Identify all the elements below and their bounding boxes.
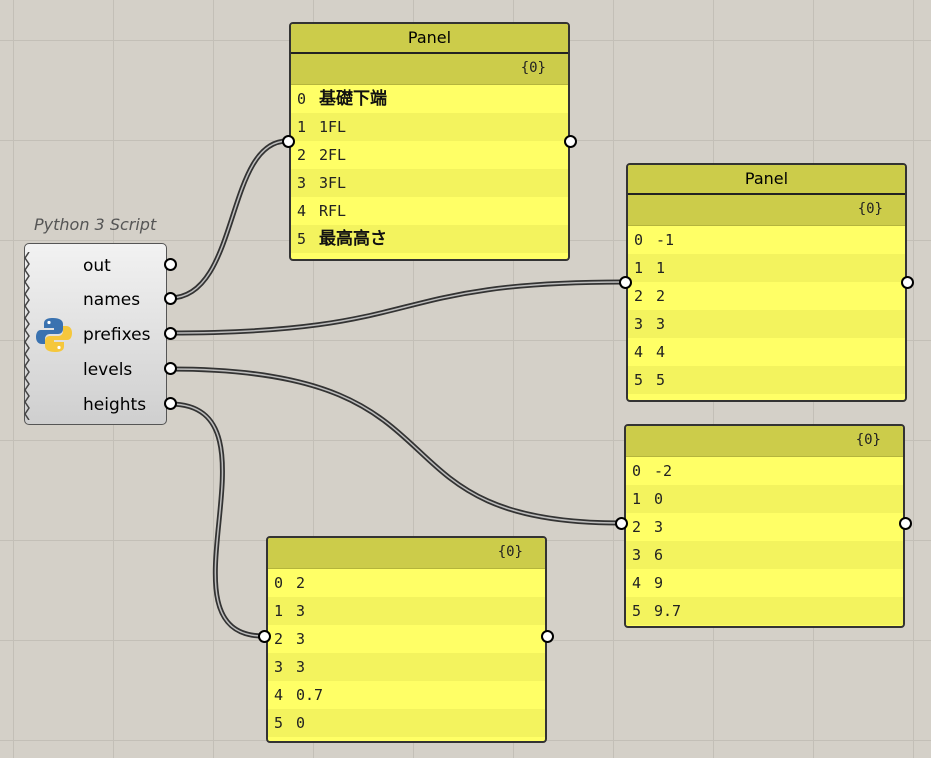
output-levels: levels [83,360,133,380]
python-logo-icon [36,318,72,352]
input-zigzag-icon [24,252,30,420]
output-heights: heights [83,395,147,415]
panel-path: {0} [626,426,903,457]
wire-levels [167,366,623,526]
names-grip[interactable] [164,292,177,305]
path-label: {0} [855,432,881,448]
panel-title: Panel [291,24,568,54]
path-label: {0} [857,201,883,217]
output-prefixes: prefixes [83,325,151,345]
panel-heights-output-grip[interactable] [541,630,554,643]
panel-prefixes-input-grip[interactable] [619,276,632,289]
panel-heights-input-grip[interactable] [258,630,271,643]
wire-prefixes [167,279,626,336]
list-item: 0-2 [626,457,903,485]
heights-grip[interactable] [164,397,177,410]
panel-names-output-grip[interactable] [564,135,577,148]
wire-heights [167,401,266,639]
panel-path: {0} [291,54,568,85]
panel-levels-output-grip[interactable] [899,517,912,530]
component-title: Python 3 Script [34,215,157,234]
levels-grip[interactable] [164,362,177,375]
panel-path: {0} [268,538,545,569]
output-out: out [83,256,111,276]
list-item: 0-1 [628,226,905,254]
path-label: {0} [520,60,546,76]
path-label: {0} [497,544,523,560]
panel-names-input-grip[interactable] [282,135,295,148]
out-grip[interactable] [164,258,177,271]
output-names: names [83,290,141,310]
panel-title: Panel [628,165,905,195]
wire-names [167,138,290,301]
panel-prefixes-output-grip[interactable] [901,276,914,289]
prefixes-grip[interactable] [164,327,177,340]
python3-script-component[interactable]: out names prefixes levels heights [24,243,167,425]
panel-levels-input-grip[interactable] [615,517,628,530]
panel-path: {0} [628,195,905,226]
